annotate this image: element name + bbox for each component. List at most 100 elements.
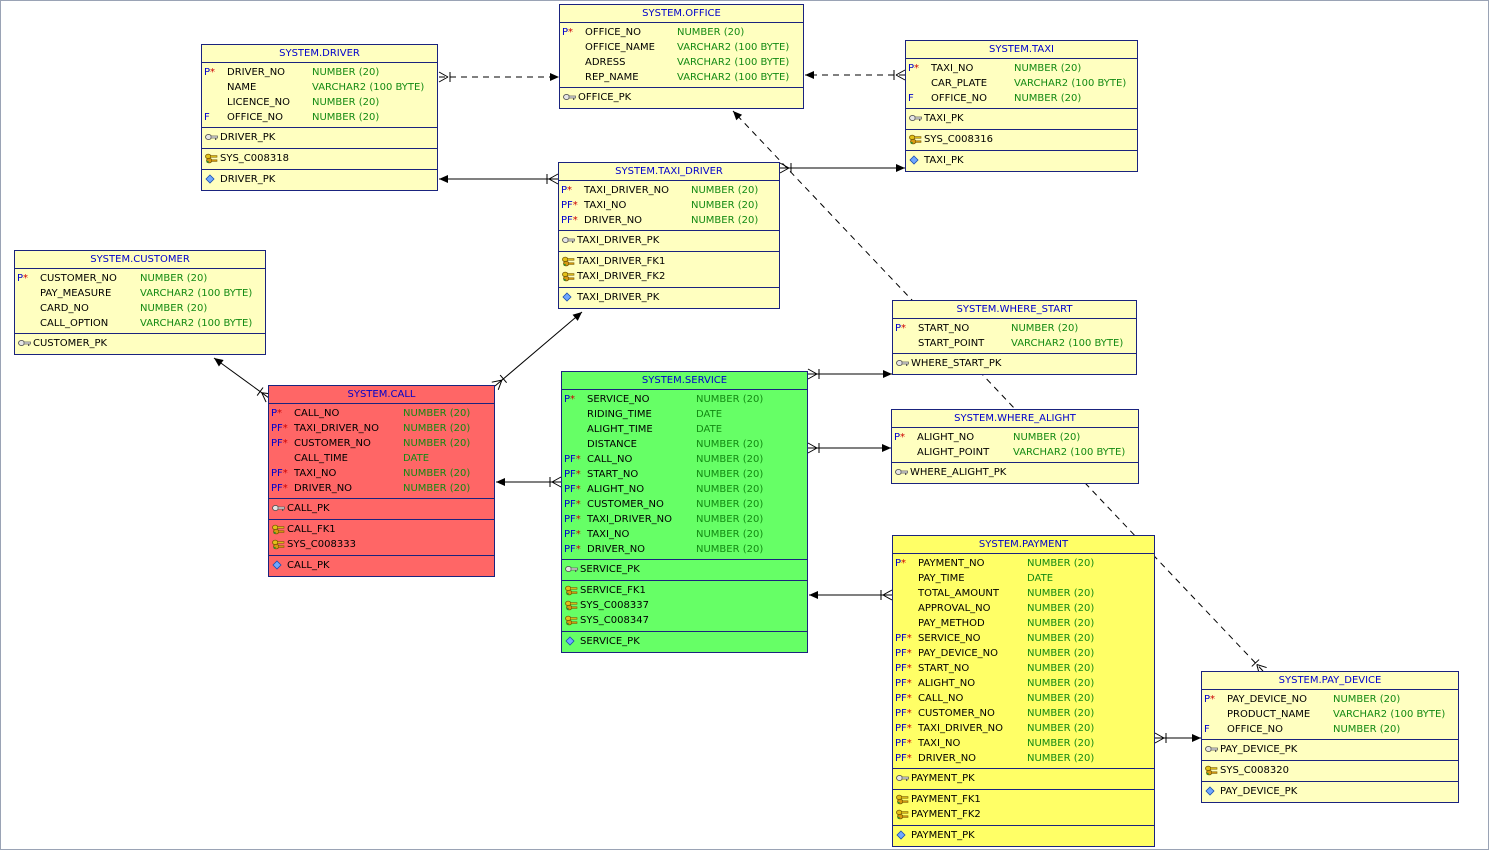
constraint-row[interactable]: WHERE_ALIGHT_PK — [892, 465, 1138, 480]
constraint-row[interactable]: TAXI_DRIVER_FK1 — [559, 254, 779, 269]
constraint-row[interactable]: PAYMENT_PK — [893, 828, 1154, 843]
constraint-row[interactable]: PAYMENT_FK2 — [893, 807, 1154, 822]
constraint-row[interactable]: WHERE_START_PK — [893, 356, 1136, 371]
constraint-row[interactable]: SYS_C008316 — [906, 132, 1137, 147]
constraint-row[interactable]: CALL_PK — [269, 501, 494, 516]
constraint-row[interactable]: CUSTOMER_PK — [15, 336, 265, 351]
column-type: NUMBER (20) — [1027, 678, 1095, 689]
constraint-row[interactable]: TAXI_DRIVER_FK2 — [559, 269, 779, 284]
constraint-row[interactable]: PAY_DEVICE_PK — [1202, 784, 1458, 799]
constraint-row[interactable]: SYS_C008318 — [202, 151, 437, 166]
constraint-row[interactable]: OFFICE_PK — [560, 90, 803, 105]
constraint-row[interactable]: PAYMENT_PK — [893, 771, 1154, 786]
constraint-row[interactable]: CALL_PK — [269, 558, 494, 573]
constraint-row[interactable]: TAXI_DRIVER_PK — [559, 290, 779, 305]
constraint-row[interactable]: SERVICE_PK — [562, 562, 807, 577]
constraint-row[interactable]: DRIVER_PK — [202, 172, 437, 187]
constraint-row[interactable]: SYS_C008337 — [562, 598, 807, 613]
constraint-row[interactable]: SERVICE_FK1 — [562, 583, 807, 598]
constraint-row[interactable]: SYS_C008333 — [269, 537, 494, 552]
constraint-row[interactable]: SYS_C008320 — [1202, 763, 1458, 778]
constraint-row[interactable]: PAY_DEVICE_PK — [1202, 742, 1458, 757]
constraint-row[interactable]: CALL_FK1 — [269, 522, 494, 537]
constraint-row[interactable]: TAXI_PK — [906, 153, 1137, 168]
constraint-row[interactable]: PAYMENT_FK1 — [893, 792, 1154, 807]
column-type: NUMBER (20) — [677, 27, 745, 38]
constraint-row[interactable]: DRIVER_PK — [202, 130, 437, 145]
constraint-row[interactable]: SERVICE_PK — [562, 634, 807, 649]
constraint-row[interactable]: SYS_C008347 — [562, 613, 807, 628]
constraint-row[interactable]: TAXI_DRIVER_PK — [559, 233, 779, 248]
constraint-row[interactable]: TAXI_PK — [906, 111, 1137, 126]
